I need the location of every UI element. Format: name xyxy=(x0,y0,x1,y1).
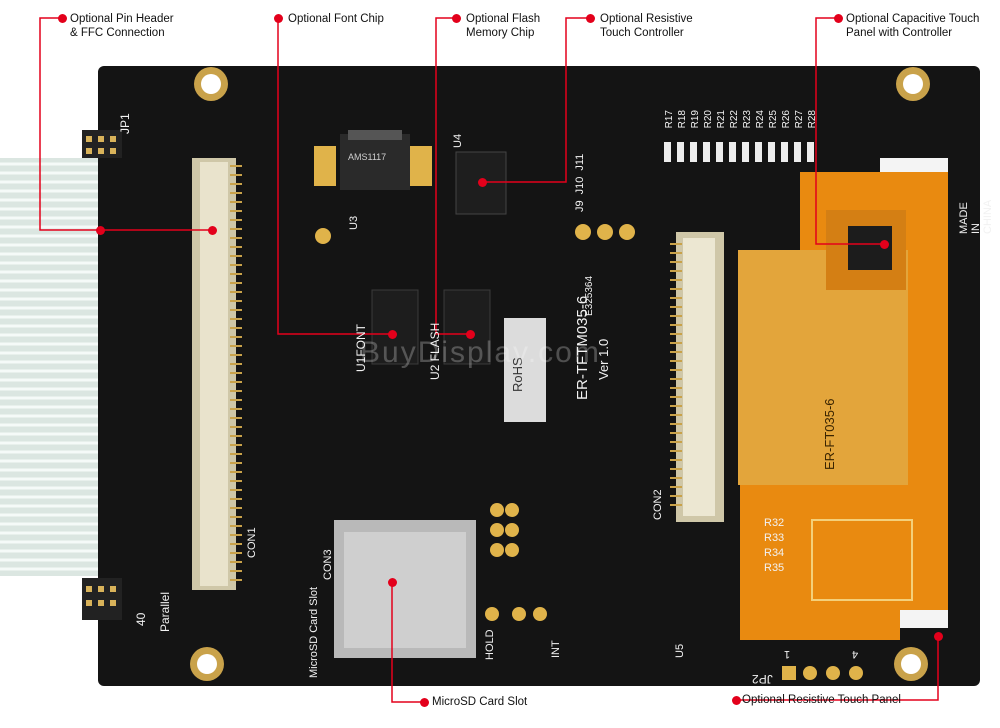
jp2-pin4-label: 4 xyxy=(852,648,859,660)
con2-ffc-connector xyxy=(670,232,724,522)
u4-label: U4 xyxy=(452,133,464,148)
flash-chip xyxy=(443,289,491,365)
callout-resistive-controller: Optional Resistive Touch Controller xyxy=(600,13,693,39)
jp2-pin1-label: 1 xyxy=(784,648,791,660)
j-label: J10 xyxy=(574,176,586,195)
voltage-regulator xyxy=(340,130,410,190)
callout-microsd: MicroSD Card Slot xyxy=(432,696,528,708)
r-top-label: R20 xyxy=(703,110,714,129)
r-top-label: R27 xyxy=(794,110,805,129)
callout-resistive-panel: Optional Resistive Touch Panel xyxy=(742,694,901,706)
int-label: INT xyxy=(550,640,562,658)
jumper-pads xyxy=(315,224,635,621)
r-top-label: R18 xyxy=(677,110,688,129)
callout-pin-header: Optional Pin Header & FFC Connection xyxy=(70,13,174,39)
r-top-label: R22 xyxy=(729,110,740,129)
callout-capacitive-panel: Optional Capacitive Touch Panel with Con… xyxy=(846,13,980,39)
r-right-label: R33 xyxy=(764,532,785,544)
callout-dot-flash-chip xyxy=(451,13,461,23)
callout-dot-resistive-panel xyxy=(731,695,741,705)
rohs-badge xyxy=(504,318,546,422)
r-right-label: R35 xyxy=(764,562,785,574)
callout-dot-microsd-target xyxy=(387,577,397,587)
callout-dot-flash-chip-target xyxy=(465,329,475,339)
r-top-label: R19 xyxy=(690,110,701,129)
r-top-label: R26 xyxy=(781,110,792,129)
callout-dot-capacitive-panel xyxy=(833,13,843,23)
con3-label: CON3 xyxy=(322,549,334,580)
pin40-label: 40 xyxy=(134,612,148,626)
resistor-array-pads xyxy=(664,142,814,162)
parallel-label: Parallel xyxy=(158,591,172,632)
callout-dot-con1-target xyxy=(207,225,217,235)
u3-label: U3 xyxy=(348,215,360,230)
hold-label: HOLD xyxy=(484,629,496,660)
j-label: J9 xyxy=(574,200,586,212)
tantalum-caps xyxy=(314,146,432,186)
watermark: BuyDisplay.com xyxy=(360,336,601,369)
made-in-label: MADE IN CHINA xyxy=(958,199,994,234)
jp2-pads xyxy=(782,666,863,680)
r-right-label: R34 xyxy=(764,547,785,559)
callout-dot-resistive-panel-target xyxy=(933,631,943,641)
con2-label: CON2 xyxy=(652,489,664,520)
callout-dot-resistive-controller-target xyxy=(477,177,487,187)
font-chip xyxy=(371,289,419,365)
j-label: J11 xyxy=(574,153,586,171)
r-top-label: R21 xyxy=(716,110,727,129)
callout-dot-pin-header xyxy=(57,13,67,23)
callout-lines xyxy=(39,17,939,703)
r-right-label: R32 xyxy=(764,517,785,529)
capacitive-touch-flex xyxy=(738,158,948,640)
callout-flash-chip: Optional Flash Memory Chip xyxy=(466,13,541,39)
callout-font-chip: Optional Font Chip xyxy=(288,13,384,25)
callout-dot-microsd xyxy=(419,697,429,707)
jp1-label: JP1 xyxy=(118,113,132,134)
callout-dot-capacitive-panel-target xyxy=(879,239,889,249)
microsd-slot xyxy=(334,520,476,658)
ams-label: AMS1117 xyxy=(348,152,387,162)
callout-dot-resistive-controller xyxy=(585,13,595,23)
callout-dot-pin-header-target xyxy=(95,225,105,235)
callout-dot-font-chip xyxy=(273,13,283,23)
r-top-label: R23 xyxy=(742,110,753,129)
microsd-silk-label: MicroSD Card Slot xyxy=(308,586,320,678)
callout-dot-font-chip-target xyxy=(387,329,397,339)
e-number-label: E325364 xyxy=(584,275,595,316)
j-label-row: J9 J10 J11 xyxy=(574,154,586,212)
jp1-pin-header xyxy=(82,130,122,620)
r-top-label: R28 xyxy=(807,110,818,129)
u5-label: U5 xyxy=(674,643,686,658)
flex-model-label: ER-FT035-6 xyxy=(822,398,837,470)
r-top-label: R24 xyxy=(755,110,766,129)
jp2-label: JP2 xyxy=(752,672,773,686)
r-top-label: R25 xyxy=(768,110,779,129)
con1-ffc-connector xyxy=(192,158,242,590)
r-top-label: R17 xyxy=(664,110,675,129)
mounting-holes xyxy=(190,67,930,681)
con1-label: CON1 xyxy=(246,527,258,558)
